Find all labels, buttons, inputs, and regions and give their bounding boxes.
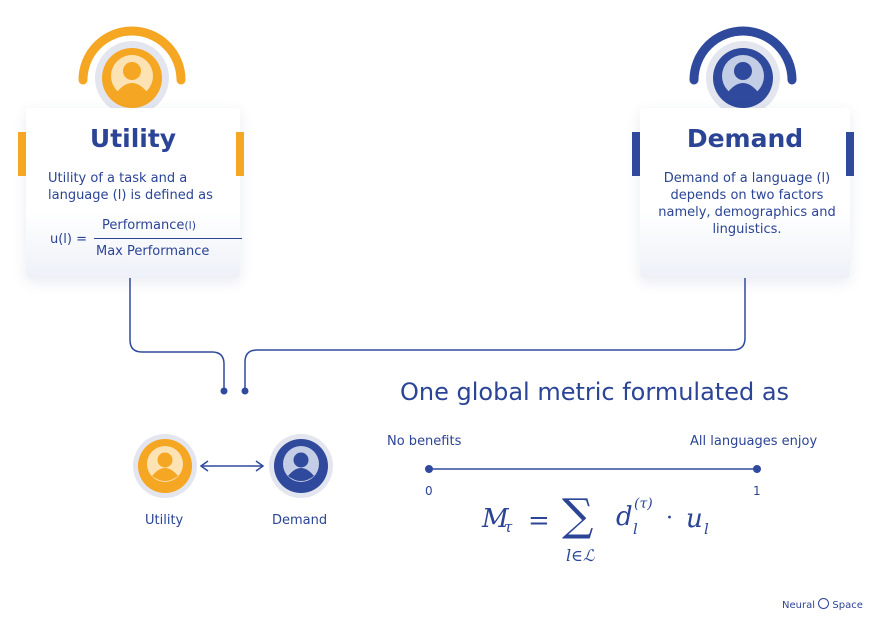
utility-title: Utility [89,124,177,153]
scale-left-label: No benefits [387,434,462,449]
demand-card-accent-left [632,132,640,176]
formula-numerator: Performance(l) [102,218,196,233]
utility-card: Utility Utility of a task and a language… [26,108,242,278]
utility-card-accent-left [18,132,26,176]
global-metric-formula: M τ = ∑ l∈ℒ d (τ) l · u l [482,490,709,565]
formula-lhs: u(l) = [50,232,88,247]
brand-right: Space [832,600,863,611]
brand-icon [818,598,830,609]
brand-logo: Neural Space [782,598,863,611]
fraction-bar [94,238,242,239]
headline: One global metric formulated as [400,378,790,406]
scale-min: 0 [425,484,433,498]
numerator-text: Performance [102,218,185,233]
brand-left: Neural [782,600,815,611]
legend-utility-label: Utility [145,513,184,528]
utility-formula: u(l) = Performance(l) Max Performance [50,218,242,268]
formula-denominator: Max Performance [96,244,210,259]
legend-demand-label: Demand [272,513,328,528]
scale-right-label: All languages enjoy [690,434,818,449]
scale-max: 1 [753,484,761,498]
demand-card: Demand Demand of a language (l) depends … [640,108,850,278]
demand-card-accent-right [846,132,854,176]
utility-card-accent-right [236,132,244,176]
demand-description: Demand of a language (l) depends on two … [658,171,836,237]
demand-title: Demand [686,124,804,153]
utility-description: Utility of a task and a language (l) is … [48,171,213,203]
numerator-subscript: (l) [184,219,197,232]
